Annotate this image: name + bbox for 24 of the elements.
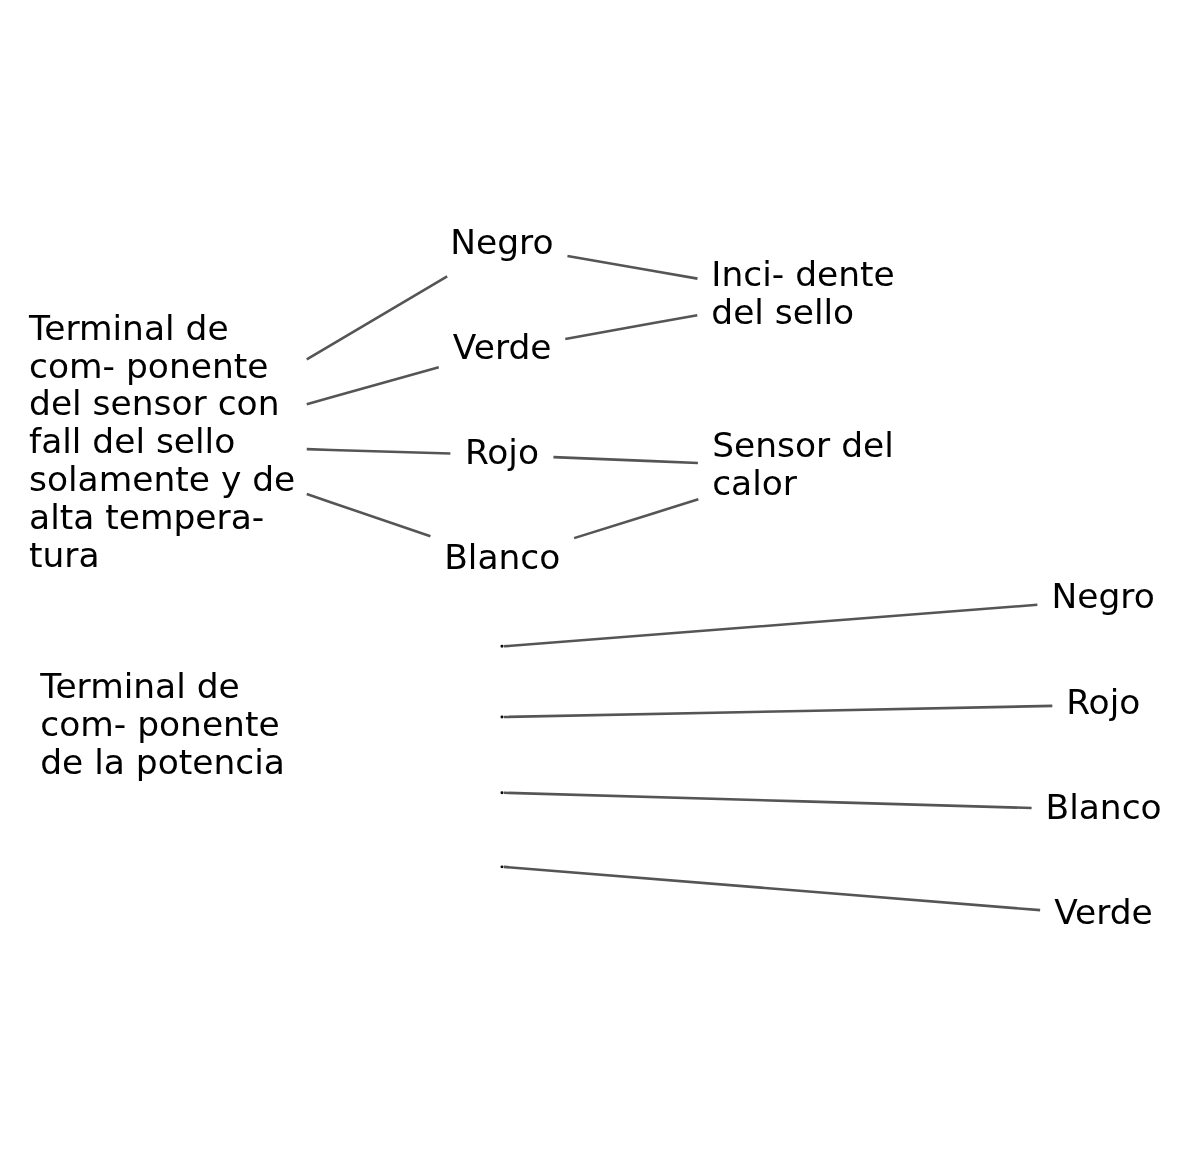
node-text: Verde (1054, 891, 1153, 932)
node-text: Terminal de com- ponente del sensor con fall del sello solamente y de alta tempera- tura (29, 307, 296, 576)
connector (306, 275, 448, 361)
connector (306, 366, 440, 406)
node-text: Blanco (444, 536, 561, 577)
node-text: Verde (452, 326, 552, 367)
node-text: Blanco (1045, 786, 1162, 827)
connector (306, 447, 451, 455)
node-text: Rojo (1066, 681, 1141, 722)
node-text: Negro (450, 221, 554, 262)
connector (503, 603, 1038, 648)
connector (306, 492, 431, 538)
connector (553, 455, 698, 465)
node-text: Terminal de com- ponente de la potencia (40, 666, 285, 782)
connector (503, 865, 1041, 912)
connector (567, 254, 698, 280)
node-text: Rojo (464, 431, 540, 472)
node-text: Inci- dente del sello (711, 254, 895, 333)
connector (565, 313, 698, 341)
connector (503, 791, 1032, 810)
node-text: Negro (1051, 576, 1155, 617)
node-text: Sensor del calor (712, 424, 894, 503)
connector (503, 704, 1053, 719)
connector (573, 498, 699, 540)
